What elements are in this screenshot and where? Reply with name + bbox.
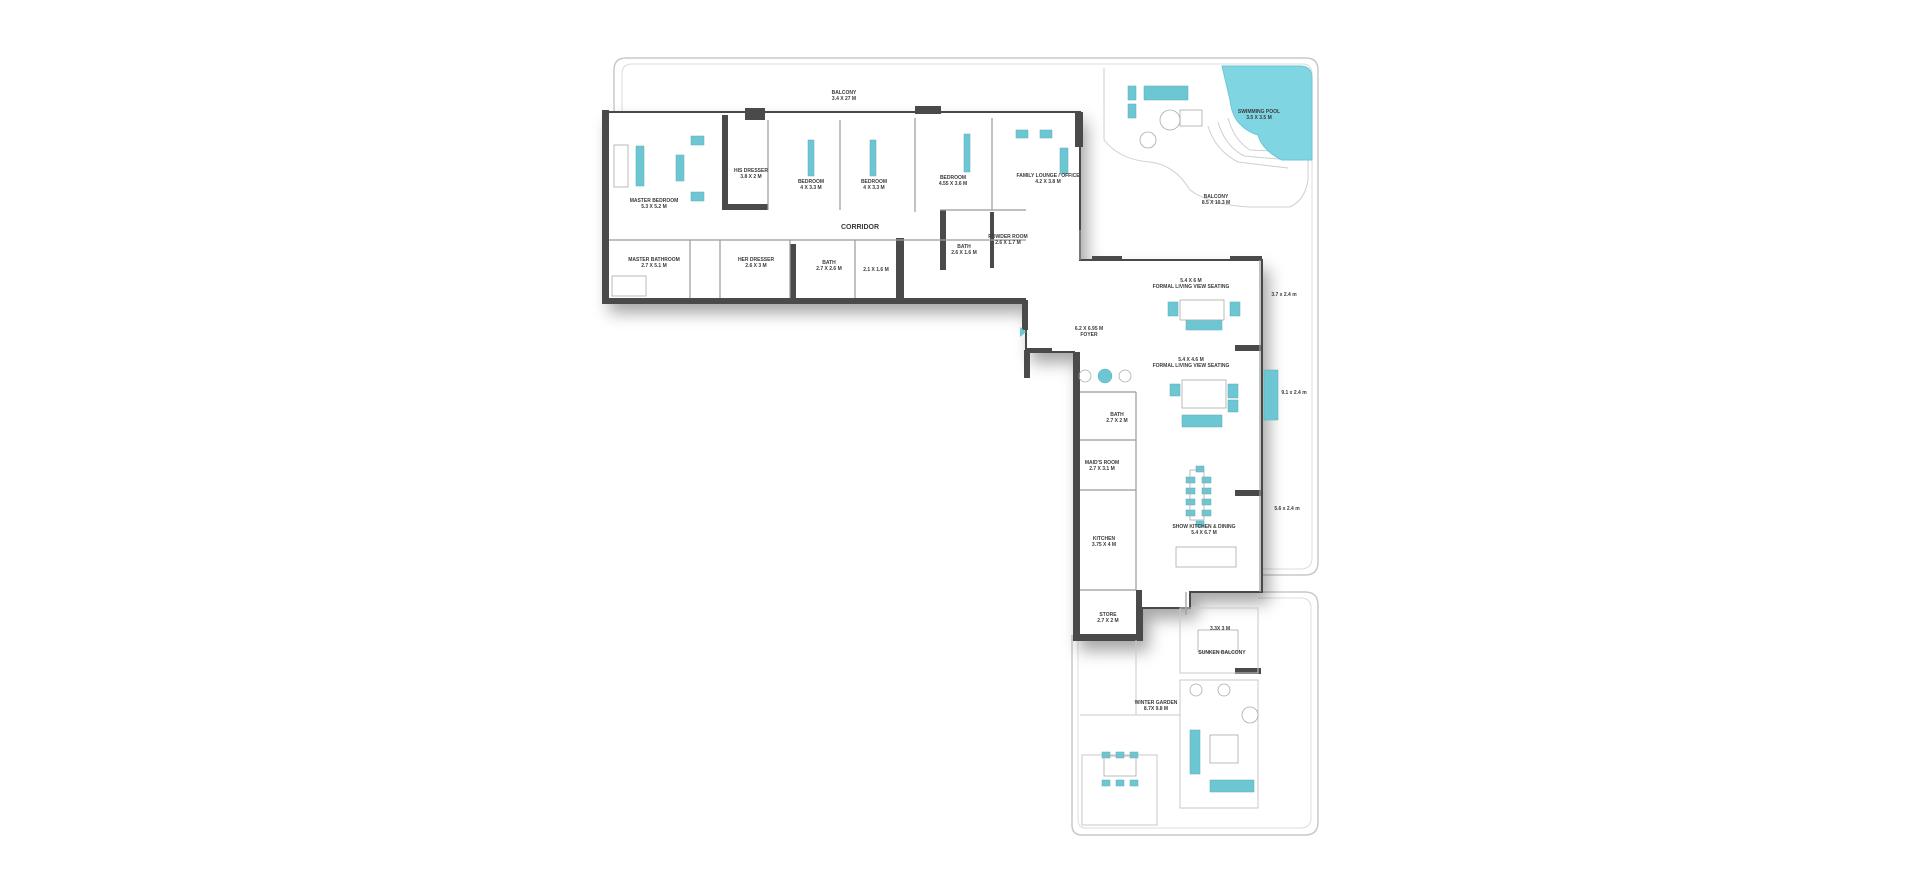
bedroom-3-dims: 4.55 X 3.6 M <box>939 181 967 187</box>
bedroom-2-name: BEDROOM <box>861 179 887 185</box>
winter-garden-inner-outline <box>1077 597 1312 829</box>
store-dims: 2.7 X 2 M <box>1097 618 1118 624</box>
powder-room-name: POWDER ROOM <box>988 234 1027 240</box>
interior-walls <box>609 118 1261 615</box>
master-bathroom-name: MASTER BATHROOM <box>628 257 680 263</box>
maids-room-name: MAID'S ROOM <box>1085 460 1119 466</box>
kitchen-dims: 3.75 X 4 M <box>1092 542 1116 548</box>
bedroom-2-dims: 4 X 3.3 M <box>863 185 884 191</box>
her-dresser-name: HER DRESSER <box>738 257 775 263</box>
his-dresser-dims: 3.8 X 2 M <box>740 174 761 180</box>
balcony-top-name: BALCONY <box>832 90 857 96</box>
winter-garden-outline <box>1071 591 1319 836</box>
bath-mid-dims: 2.7 X 2.6 M <box>816 266 842 272</box>
master-bathroom-dims: 2.7 X 5.1 M <box>641 263 667 269</box>
master-bedroom-name: MASTER BEDROOM <box>630 198 679 204</box>
furniture-outline <box>611 109 1259 777</box>
corridor-name: CORRIDOR <box>841 224 879 231</box>
walls <box>602 106 1262 674</box>
dim-33-3: 3.3X 3 M <box>1210 626 1230 632</box>
bedroom-3-name: BEDROOM <box>940 175 966 181</box>
maids-room-dims: 2.7 X 3.1 M <box>1089 466 1115 472</box>
family-lounge-name: FAMILY LOUNGE / OFFICE <box>1016 173 1080 179</box>
his-dresser-name: HIS DRESSER <box>734 168 768 174</box>
bath-small-name: BATH <box>957 244 971 250</box>
formal-living-1-dims: 5.4 X 6 M <box>1180 278 1201 284</box>
winter-garden-name: WINTER GARDEN <box>1135 700 1178 706</box>
pool-steps <box>1207 117 1293 169</box>
family-lounge-dims: 4.2 X 3.8 M <box>1035 179 1061 185</box>
master-bedroom-dims: 5.3 X 5.2 M <box>641 204 667 210</box>
foyer-name: FOYER <box>1080 332 1098 338</box>
swimming-pool <box>1221 65 1313 161</box>
bath-maid-dims: 2.7 X 2 M <box>1106 418 1127 424</box>
show-kitchen-name: SHOW KITCHEN & DINING <box>1172 524 1235 530</box>
entry-arrow <box>1020 327 1026 337</box>
dim-91-24: 9.1 x 2.4 m <box>1281 390 1307 396</box>
top-balcony-outline <box>613 57 1319 576</box>
bedroom-1-name: BEDROOM <box>798 179 824 185</box>
powder-room-dims: 2.6 X 1.7 M <box>995 240 1021 246</box>
balcony-right-name: BALCONY <box>1204 194 1229 200</box>
dim-37-24: 3.7 x 2.4 m <box>1271 292 1297 298</box>
show-kitchen-dims: 5.4 X 6.7 M <box>1191 530 1217 536</box>
room-labels: BALCONY 3.4 X 27 M HIS DRESSER 3.8 X 2 M… <box>628 90 1307 712</box>
bath-tiny-dims: 2.1 X 1.6 M <box>863 267 889 273</box>
bath-maid-name: BATH <box>1110 412 1124 418</box>
bath-mid-name: BATH <box>822 260 836 266</box>
kitchen-name: KITCHEN <box>1093 536 1116 542</box>
bath-small-dims: 2.6 X 1.6 M <box>951 250 977 256</box>
furniture <box>635 85 1279 793</box>
balcony-top-dims: 3.4 X 27 M <box>832 96 856 102</box>
sunken-balcony-name: SUNKEN BALCONY <box>1198 650 1246 656</box>
top-balcony-inner-outline <box>621 63 1313 570</box>
swimming-pool-name: SWIMMING POOL <box>1238 109 1280 115</box>
balcony-right-dims: 8.5 X 10.3 M <box>1202 200 1230 206</box>
swimming-pool-dims: 3.5 X 3.5 M <box>1246 115 1272 121</box>
winter-garden-dims: 8.7X 9.8 M <box>1144 706 1168 712</box>
building-body <box>603 111 1263 641</box>
her-dresser-dims: 2.6 X 3 M <box>745 263 766 269</box>
bedroom-1-dims: 4 X 3.3 M <box>800 185 821 191</box>
store-name: STORE <box>1099 612 1117 618</box>
formal-living-1-name: FORMAL LIVING VIEW SEATING <box>1153 284 1230 290</box>
dim-56-24: 5.6 x 2.4 m <box>1274 506 1300 512</box>
foyer-dims: 6.2 X 6.95 M <box>1075 326 1103 332</box>
balcony-terrace-curve <box>1103 68 1309 208</box>
formal-living-2-dims: 5.4 X 4.6 M <box>1178 357 1204 363</box>
formal-living-2-name: FORMAL LIVING VIEW SEATING <box>1153 363 1230 369</box>
